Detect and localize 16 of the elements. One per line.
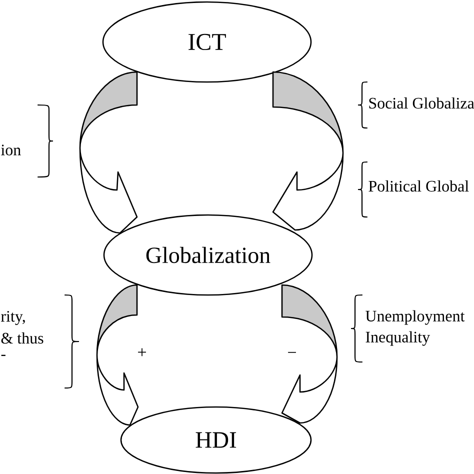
oval-node: HDI xyxy=(120,406,312,474)
annotation-text: rity, xyxy=(1,310,25,326)
curved-arrow xyxy=(281,284,338,424)
annotation-text: Unemployment Inequality xyxy=(366,310,465,346)
annotation-text: ion xyxy=(1,144,21,156)
curved-arrow xyxy=(96,284,139,426)
annotation-text: & thus xyxy=(1,332,44,344)
edge-label: + xyxy=(136,347,148,359)
annotation-text: Political Global xyxy=(368,180,469,192)
oval-node: ICT xyxy=(102,1,312,83)
annotation-text: Social Globaliza xyxy=(369,97,474,109)
oval-node: Globalization xyxy=(103,214,313,296)
edge-label: − xyxy=(286,350,298,360)
curved-arrow xyxy=(79,71,138,234)
annotation-text: - xyxy=(1,354,6,356)
curved-arrow xyxy=(272,71,344,231)
